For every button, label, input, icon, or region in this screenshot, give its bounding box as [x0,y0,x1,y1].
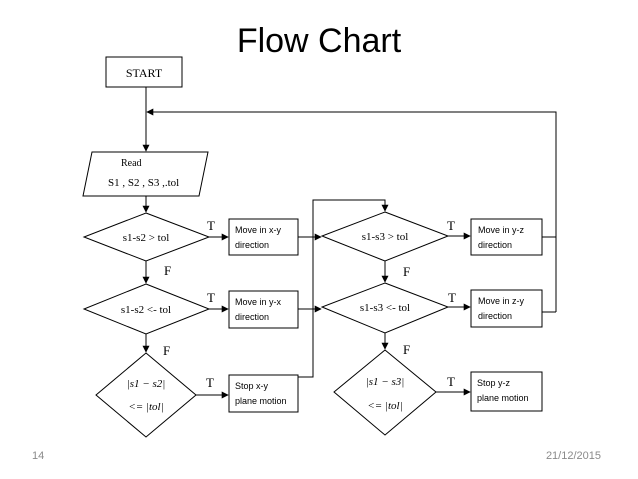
box1-line1: Move in x-y [235,225,282,235]
slide-title: Flow Chart [236,22,402,60]
true-label-dec6: T [447,374,455,389]
true-label-dec1: T [207,218,215,233]
false-label-dec5: F [403,342,410,357]
start-terminal [105,56,183,88]
connector-stop-xy-to-dec4 [298,199,389,378]
process-stop-y-z [470,371,543,412]
box4-line2: direction [478,240,512,250]
start-label: START [126,66,163,80]
feedback-loop-line [146,108,557,312]
false-label-dec4: F [403,264,410,279]
true-label-dec5: T [448,290,456,305]
slide-date: 21/12/2015 [545,450,601,462]
dec3-label-line2: <= |tol| [128,401,163,413]
false-label-dec2: F [163,343,170,358]
dec6-label-line1: |s1 − s3| [366,376,405,388]
box4-line1: Move in y-z [478,225,525,235]
box5-line1: Move in z-y [478,296,525,306]
box1-line2: direction [235,240,269,250]
read-variables: S1 , S2 , S3 ,.tol [108,177,179,189]
dec5-label: s1-s3 <- tol [360,302,410,314]
box2-line1: Move in y-x [235,297,282,307]
page-number: 14 [32,450,45,462]
process-move-x-y [228,218,299,256]
dec6-label-line2: <= |tol| [367,400,402,412]
dec2-label: s1-s2 <- tol [121,304,171,316]
dec4-label: s1-s3 > tol [362,231,409,243]
box5-line2: direction [478,311,512,321]
read-input-shape [82,151,209,197]
process-move-z-y [470,289,543,328]
dec3-label-line1: |s1 − s2| [127,378,166,390]
box2-line2: direction [235,312,269,322]
process-move-y-z [470,218,543,256]
box3-line1: Stop x-y [235,381,269,391]
true-label-dec4: T [447,218,455,233]
box3-line2: plane motion [235,396,287,406]
decision-s1-s3-abs [333,349,437,436]
read-label: Read [121,158,142,169]
true-label-dec2: T [207,290,215,305]
box6-line2: plane motion [477,393,529,403]
decision-s1-s2-abs [95,352,197,438]
false-label-dec1: F [164,263,171,278]
true-label-dec3: T [206,375,214,390]
dec1-label: s1-s2 > tol [123,232,170,244]
process-stop-x-y [228,374,299,413]
box6-line1: Stop y-z [477,378,511,388]
